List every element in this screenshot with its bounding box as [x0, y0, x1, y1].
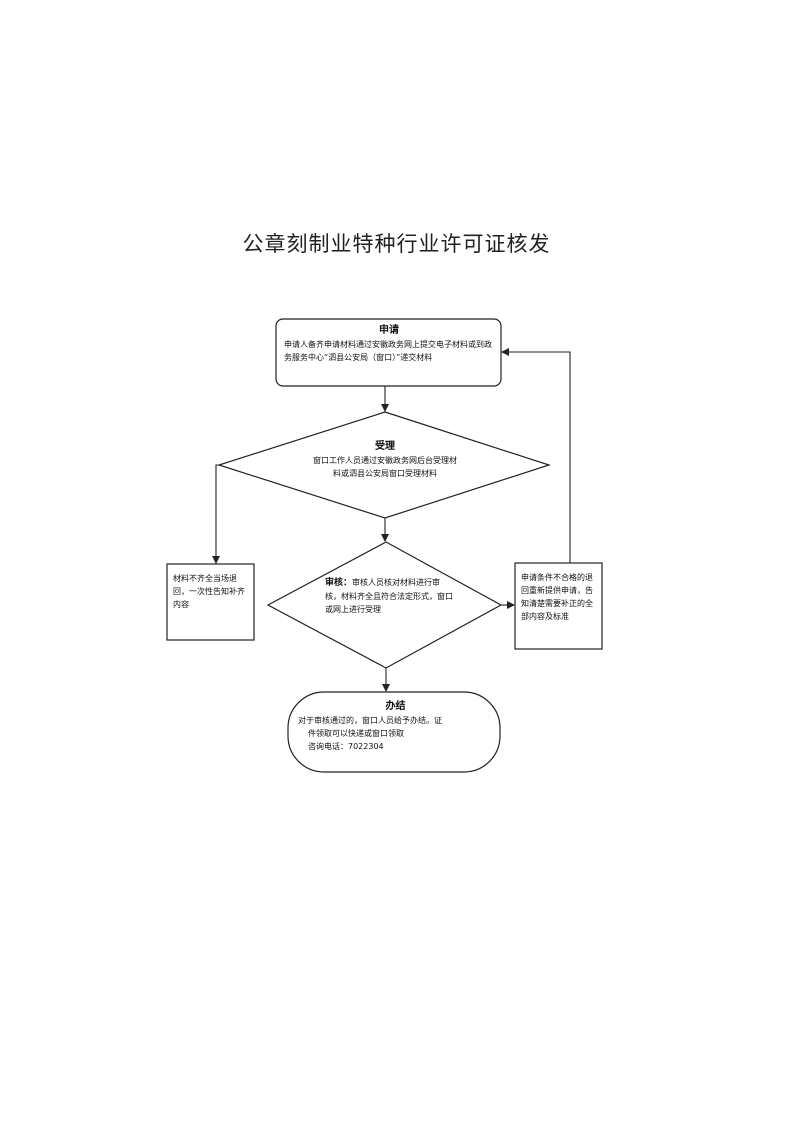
done-box: [287, 691, 501, 773]
review-text: 审核人员核对材料进行审核，材料齐全且符合法定形式，窗口或网上进行受理: [325, 578, 453, 614]
arrow-reject-to-apply: [501, 348, 571, 563]
review-node: 审核：审核人员核对材料进行审核，材料齐全且符合法定形式，窗口或网上进行受理: [325, 576, 453, 616]
review-title: 审核：: [325, 578, 353, 588]
accept-line-1: 窗口工作人员通过安徽政务网后台受理材: [313, 456, 457, 465]
accept-title: 受理: [375, 441, 395, 452]
done-line-1: 对于审核通过的，窗口人员给予办结。证: [298, 716, 442, 725]
arrow-accept-to-incomplete: [212, 464, 220, 564]
done-line-2: 件领取可以快递或窗口领取: [308, 729, 404, 738]
accept-node: 受理 窗口工作人员通过安徽政务网后台受理材 料或泗县公安局窗口受理材料: [285, 440, 485, 480]
done-title: 办结: [385, 701, 406, 712]
incomplete-box: [166, 563, 255, 641]
incomplete-node: 材料不齐全当场退回，一次性告知补齐内容: [173, 572, 249, 611]
reject-text: 申请条件不合格的退回重新提供申请，告知清楚需要补正的全部内容及标准: [521, 573, 593, 621]
incomplete-text: 材料不齐全当场退回，一次性告知补齐内容: [173, 574, 245, 609]
apply-title: 申请: [379, 325, 399, 336]
done-node: 办结 对于审核通过的，窗口人员给予办结。证 件领取可以快递或窗口领取 咨询电话：…: [298, 700, 493, 753]
apply-node: 申请 申请人备齐申请材料通过安徽政务网上提交电子材料或到政务服务中心“泗县公安局…: [284, 324, 494, 364]
page-title: 公章刻制业特种行业许可证核发: [242, 232, 551, 256]
apply-text: 申请人备齐申请材料通过安徽政务网上提交电子材料或到政务服务中心“泗县公安局（窗口…: [284, 340, 492, 362]
reject-node: 申请条件不合格的退回重新提供申请，告知清楚需要补正的全部内容及标准: [521, 571, 597, 623]
accept-line-2: 料或泗县公安局窗口受理材料: [333, 469, 437, 478]
reject-box: [514, 562, 603, 650]
done-line-3: 咨询电话：7022304: [308, 742, 384, 751]
